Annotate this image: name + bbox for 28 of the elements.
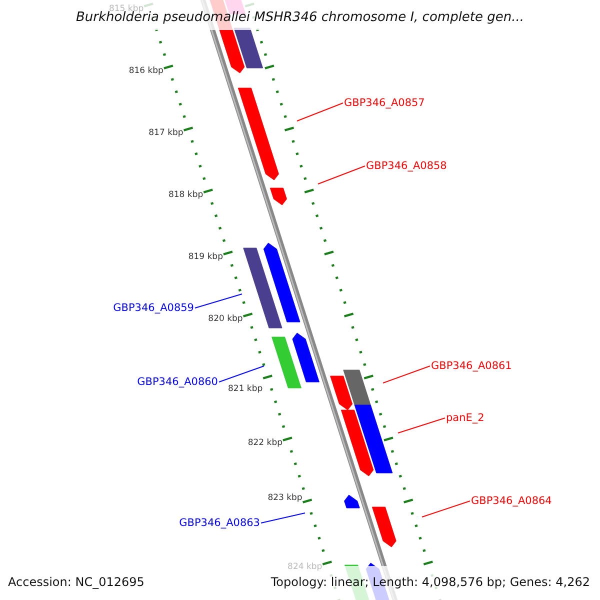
accession-text: Accession: NC_012695 bbox=[8, 575, 144, 589]
leader-line bbox=[382, 366, 430, 384]
title: Burkholderia pseudomallei MSHR346 chromosome I, complete gen... bbox=[74, 10, 526, 25]
gene-label: GBP346_A0857 bbox=[344, 97, 425, 109]
leader-line bbox=[398, 418, 446, 434]
leader-line bbox=[422, 500, 470, 518]
scale-label: 816 kbp bbox=[128, 66, 164, 76]
gene-label: GBP346_A0861 bbox=[431, 360, 512, 372]
leader-line bbox=[296, 102, 344, 122]
scale-label: 822 kbp bbox=[248, 438, 282, 448]
scale-label: 824 kbp bbox=[288, 562, 322, 572]
leader-line bbox=[260, 512, 306, 524]
gene-label: GBP346_A0863 bbox=[179, 517, 260, 529]
gene-label: panE_2 bbox=[446, 412, 484, 424]
scale-label: 818 kbp bbox=[168, 190, 204, 200]
summary-text: Topology: linear; Length: 4,098,576 bp; Genes: 4,262 bbox=[270, 575, 590, 589]
scale-label: 823 kbp bbox=[268, 493, 302, 503]
scale-label: 821 kbp bbox=[228, 384, 263, 394]
gene-label: GBP346_A0859 bbox=[113, 302, 194, 314]
gene-label: GBP346_A0858 bbox=[366, 160, 447, 172]
gene-label: GBP346_A0864 bbox=[471, 495, 552, 507]
leader-line bbox=[318, 166, 366, 184]
gene-label: GBP346_A0860 bbox=[137, 376, 218, 388]
leader-line bbox=[194, 294, 242, 308]
scale-label: 817 kbp bbox=[148, 128, 184, 138]
scale-label: 819 kbp bbox=[188, 252, 223, 262]
scale-label: 820 kbp bbox=[208, 314, 243, 324]
leader-line bbox=[218, 366, 264, 382]
